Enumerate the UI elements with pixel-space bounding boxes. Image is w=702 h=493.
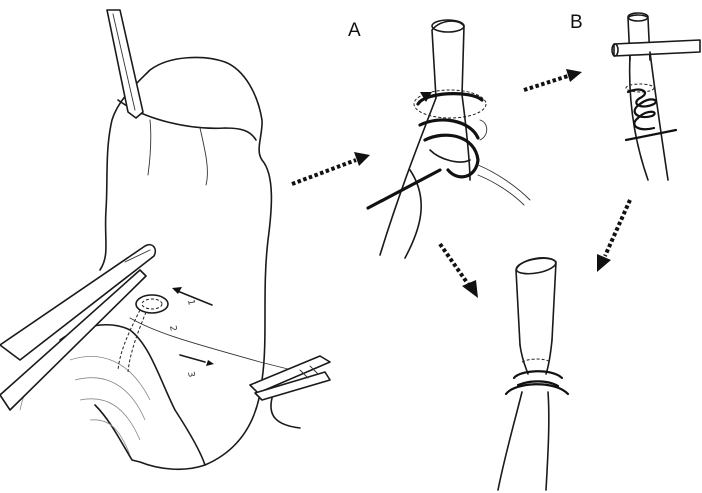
- curved-needle: [271, 398, 300, 428]
- panel-label-b: B: [570, 12, 583, 34]
- flow-arrows: [292, 69, 630, 298]
- result-illustration: [498, 256, 568, 490]
- left-procedure-view: 1 2 3: [0, 10, 330, 469]
- panel-label-a: A: [348, 20, 361, 42]
- step-number-2: 2: [167, 325, 178, 332]
- ligature-result: [514, 371, 562, 378]
- arrow-a-to-result: [440, 244, 468, 284]
- step-number-3: 3: [185, 371, 196, 378]
- step-number-1: 1: [185, 299, 196, 306]
- retractor: [107, 10, 143, 118]
- vessel-stump-result: [516, 258, 556, 345]
- panel-a-illustration: [368, 20, 530, 258]
- horizontal-rod-b: [614, 40, 700, 56]
- arrow-a-to-b: [524, 76, 568, 90]
- arrow-b-to-result: [605, 200, 630, 256]
- suture-thread-left: [130, 318, 300, 372]
- arrow-to-a: [292, 160, 356, 184]
- lower-tissue-fold: [60, 325, 205, 465]
- panel-b-illustration: [612, 13, 700, 180]
- suture-tail-a: [368, 170, 440, 208]
- vessel-opening: [136, 295, 168, 313]
